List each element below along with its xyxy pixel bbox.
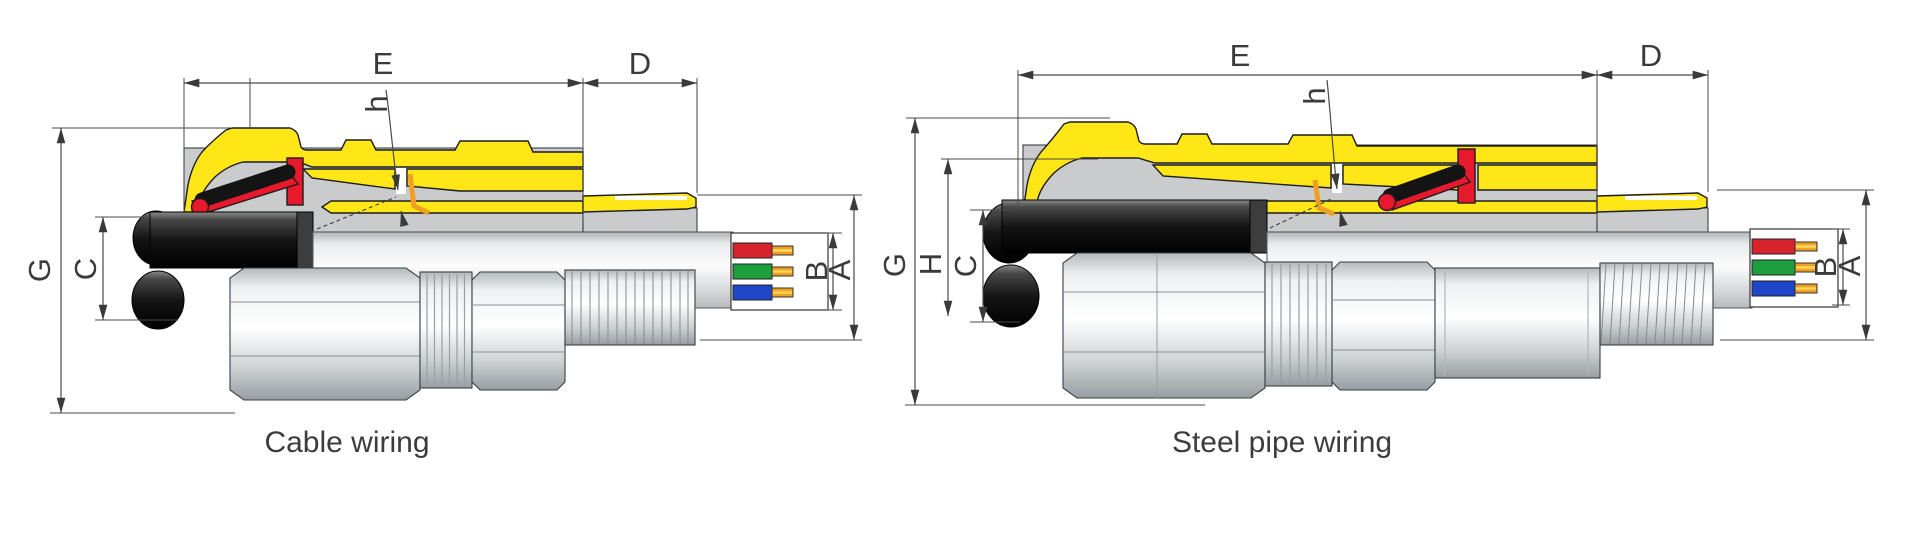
- wire-red: [732, 242, 773, 259]
- gland-body-top: [1022, 121, 1598, 213]
- cable-sheath: [1001, 199, 1253, 254]
- cable-sheath-end: [296, 211, 314, 269]
- seal-gap: [396, 166, 406, 194]
- armor-clamp: [194, 164, 296, 208]
- cable-sheath-end: [1249, 199, 1268, 254]
- wire-blue: [732, 284, 773, 301]
- armor-wire-lead: [316, 196, 397, 230]
- dim-label-h: h: [1297, 87, 1332, 104]
- thread-crests: [571, 271, 689, 344]
- dim-label-B: B: [1808, 257, 1843, 278]
- dim-label-E: E: [373, 46, 394, 81]
- thread-crests: [1600, 263, 1706, 345]
- hex-nut-body: [1331, 261, 1436, 391]
- wires: [732, 242, 794, 301]
- dim-label-h: h: [359, 95, 394, 112]
- dim-label-D: D: [629, 46, 651, 81]
- dim-label-A: A: [822, 259, 857, 280]
- cable-jacket-lobe: [982, 264, 1040, 328]
- thread-spigot-bar: [582, 192, 697, 213]
- hex-nut-body: [471, 271, 566, 391]
- washer-ribs: [426, 274, 466, 386]
- dim-label-B: B: [799, 261, 834, 282]
- spigot-slot: [615, 196, 687, 200]
- steel-pipe-wiring-diagram: E D h G H C B A Steel pipe wiring: [877, 38, 1874, 459]
- gland-lower-bar: [320, 200, 584, 214]
- caption-steel-pipe-wiring: Steel pipe wiring: [1172, 426, 1392, 459]
- thread-spigot-bar: [1596, 192, 1708, 213]
- gland-skid-washer: [419, 271, 473, 389]
- earth-tag: [407, 173, 431, 216]
- cable-jacket-lobe: [131, 270, 185, 330]
- armor-wire-lead: [1269, 198, 1332, 229]
- gland-right-block: [1477, 164, 1598, 191]
- pipe-collar: [1434, 267, 1601, 379]
- dim-label-G: G: [877, 253, 912, 277]
- cable-wiring-diagram: E D h G C B A Cable wiring: [22, 46, 862, 459]
- dim-label-E: E: [1230, 38, 1251, 73]
- pipe-thread: [1599, 262, 1714, 346]
- hex-nut-entry: [229, 267, 421, 401]
- dimension-lines: [50, 78, 862, 414]
- male-thread: [564, 269, 696, 346]
- gland-body-top: [183, 127, 584, 213]
- washer-ribs: [1271, 264, 1327, 384]
- dim-label-G: G: [22, 258, 57, 282]
- cable-sheath: [149, 211, 306, 269]
- armor-clamp: [1382, 164, 1466, 204]
- dim-label-C: C: [948, 255, 983, 277]
- dimension-lines: [905, 70, 1874, 406]
- earth-tag: [1312, 179, 1335, 217]
- wire-green: [1751, 259, 1796, 276]
- wires: [1751, 238, 1818, 297]
- dim-label-A: A: [1832, 255, 1867, 276]
- wire-red: [1751, 238, 1796, 255]
- wire-blue: [1751, 280, 1796, 297]
- dim-label-D: D: [1640, 38, 1662, 73]
- entry-barrel-nut: [1062, 252, 1266, 399]
- spigot-slot: [1625, 196, 1697, 200]
- caption-cable-wiring: Cable wiring: [264, 426, 429, 459]
- dim-label-C: C: [68, 258, 103, 280]
- wire-green: [732, 263, 773, 280]
- gland-cone-right: [406, 168, 584, 192]
- dim-label-H: H: [913, 253, 948, 275]
- seal-oring: [1377, 192, 1397, 212]
